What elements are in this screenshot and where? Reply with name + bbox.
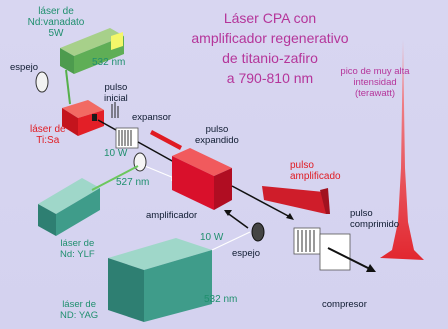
- green-beam-vanadato: [65, 69, 71, 105]
- label-pulso-comprimido-line1: pulso: [350, 208, 373, 219]
- tisa-laser: [62, 100, 104, 136]
- label-nd-yag-line2: ND: YAG: [60, 310, 99, 321]
- label-pulso-inicial-line2: inicial: [104, 93, 128, 104]
- title-line-1: Láser CPA con: [223, 10, 317, 26]
- label-527: 527 nm: [116, 177, 150, 188]
- label-nd-ylf-line1: láser de: [60, 238, 95, 249]
- mirror-bottom: [251, 222, 265, 242]
- pulso-inicial-marker: [111, 102, 119, 118]
- expansor-grating: [115, 127, 139, 149]
- label-amplificador: amplificador: [146, 210, 198, 221]
- label-tisa-line1: láser de: [30, 124, 66, 135]
- amplified-pulse-ribbon: [262, 186, 326, 214]
- label-espejo-bottom: espejo: [232, 248, 260, 259]
- nd-ylf-laser: [38, 178, 100, 236]
- label-nd-ylf: láser de Nd: YLF: [60, 238, 95, 260]
- green-beam-ylf: [91, 165, 139, 191]
- amplifier-block: [172, 148, 232, 210]
- red-pulse-small: [150, 130, 182, 150]
- beam-amplifier-out: [231, 185, 293, 219]
- label-pulso-expandido: pulso expandido: [195, 124, 239, 146]
- label-10w-a: 10 W: [104, 148, 128, 159]
- label-532-bottom: 532 nm: [204, 294, 238, 305]
- label-peak-line3: (terawatt): [354, 88, 396, 99]
- beam-pump-yag: [211, 231, 251, 251]
- label-peak: pico de muy alta intensidad (terawatt): [338, 66, 412, 99]
- compressor-grating-1: [293, 227, 321, 255]
- title-line-2: amplificador regenerativo: [191, 30, 349, 46]
- mirror-ylf: [133, 152, 147, 172]
- output-beam: [327, 247, 373, 271]
- label-nd-yag-line1: láser de: [62, 299, 96, 310]
- label-pulso-expandido-line2: expandido: [195, 135, 239, 146]
- label-peak-line2: intensidad: [353, 77, 397, 88]
- title-line-4: a 790-810 nm: [226, 70, 314, 86]
- nd-yag-laser: [108, 238, 212, 322]
- label-expansor: expansor: [132, 112, 172, 123]
- label-nd-vanadato-line2: Nd:vanadato: [27, 17, 85, 28]
- diagram-title: Láser CPA con amplificador regenerativo …: [190, 8, 350, 88]
- label-pulso-amplificado: pulso amplificado: [290, 160, 341, 182]
- label-espejo-top: espejo: [10, 62, 38, 73]
- label-pulso-amplificado-line2: amplificado: [290, 171, 341, 182]
- label-pulso-inicial-line1: pulso: [104, 82, 128, 93]
- label-nd-yag: láser de ND: YAG: [60, 299, 98, 321]
- label-peak-line1: pico de muy alta: [340, 66, 410, 77]
- label-532-top: 532 nm: [92, 57, 126, 68]
- label-pulso-comprimido-line2: comprimido: [350, 219, 400, 230]
- label-nd-vanadato-line3: 5W: [48, 28, 64, 39]
- label-compresor: compresor: [322, 299, 367, 310]
- label-pulso-amplificado-line1: pulso: [290, 160, 314, 171]
- label-tisa-line2: Ti:Sa: [36, 135, 60, 146]
- compressed-pulse-peak: [380, 40, 424, 260]
- label-10w-b: 10 W: [200, 232, 224, 243]
- nd-vanadato-laser: [60, 28, 124, 74]
- beam-tisa-expansor: [97, 119, 117, 131]
- label-pulso-comprimido: pulso comprimido: [350, 208, 399, 230]
- label-nd-ylf-line2: Nd: YLF: [60, 249, 95, 260]
- laser-aperture: [111, 32, 123, 50]
- title-line-3: de titanio-zafiro: [222, 50, 318, 66]
- mirror-top: [35, 71, 49, 93]
- label-pulso-expandido-line1: pulso: [205, 124, 229, 135]
- label-nd-vanadato-line1: láser de: [38, 6, 74, 17]
- beam-mirror-amplifier: [225, 211, 249, 229]
- label-tisa: láser de Ti:Sa: [30, 124, 66, 146]
- label-pulso-inicial: pulso inicial: [104, 82, 128, 104]
- label-nd-vanadato: láser de Nd:vanadato 5W: [26, 6, 86, 39]
- beam-expansor-amplifier: [137, 141, 175, 163]
